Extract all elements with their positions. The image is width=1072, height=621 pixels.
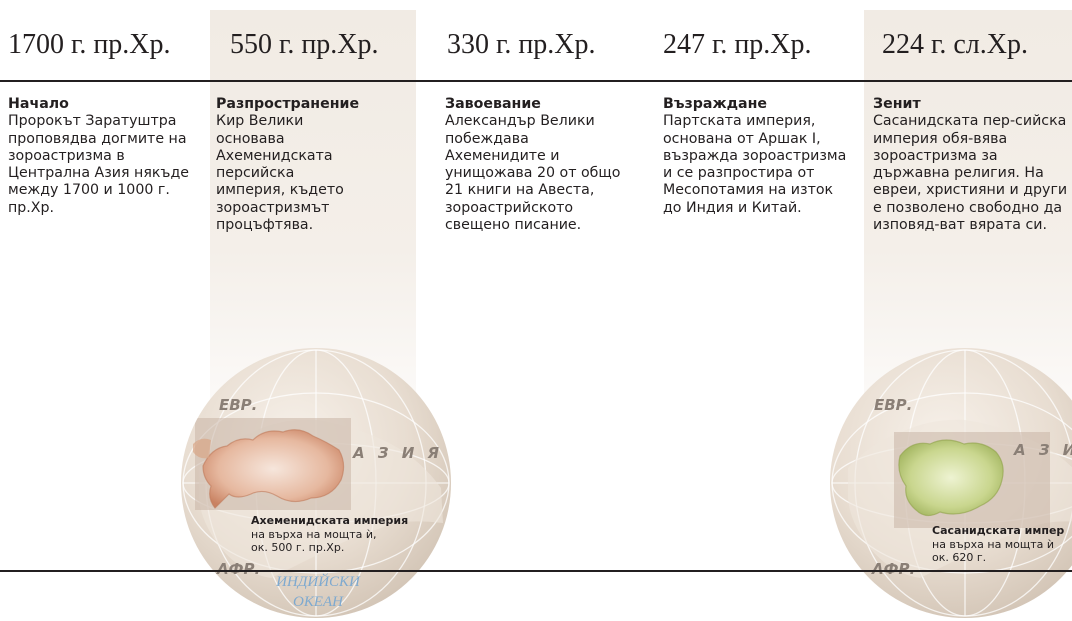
sasanian-caption: Сасанидската импер на върха на мощта ѝ о… [932,524,1064,565]
caption-line: на върха на мощта ѝ [932,537,1055,551]
entry-title: Възраждане [663,96,768,112]
sasanian-globe-map: ЕВР. А З И АФР. Сасанидската импер на въ… [830,348,1072,621]
ocean-line-2: ОКЕАН [293,594,343,610]
timeline-entry-revival: Възраждане Партската империя, основана о… [663,96,855,217]
label-europe: ЕВР. [219,396,258,414]
year-heading-330bc: 330 г. пр.Хр. [447,29,596,60]
timeline-bottom-rule [0,570,1072,572]
entry-text: Александър Велики побеждава Ахеменидите … [445,113,621,234]
entry-text: Партската империя, основана от Аршак I, … [663,113,847,216]
timeline-top-rule [0,80,1072,82]
entry-text: Кир Велики основава Ахеменидската персий… [216,113,344,234]
ocean-line-1: ИНДИЙСКИ [276,574,360,590]
label-asia: А З И [1014,441,1072,459]
timeline-entry-beginning: Начало Пророкът Заратуштра проповядва до… [8,96,200,217]
year-heading-247bc: 247 г. пр.Хр. [663,29,812,60]
label-africa: АФР. [872,560,916,578]
entry-title: Завоевание [445,96,541,112]
caption-line: на върха на мощта ѝ, [251,527,377,541]
year-heading-550bc: 550 г. пр.Хр. [230,29,379,60]
timeline-entry-spread: Разпространение Кир Велики основава Ахем… [216,96,410,234]
year-heading-224ad: 224 г. сл.Хр. [882,29,1028,60]
sasanian-territory [898,439,1004,517]
globe-sphere [181,348,451,618]
timeline-entry-conquest: Завоевание Александър Велики побеждава А… [445,96,623,234]
entry-title: Разпространение [216,96,360,112]
label-africa: АФР. [217,560,261,578]
caption-line: ок. 620 г. [932,551,987,564]
achaemenid-territory [193,429,345,509]
entry-title: Начало [8,96,69,112]
caption-title: Сасанидската импер [932,524,1065,537]
achaemenid-caption: Ахеменидската империя на върха на мощта … [251,514,408,555]
achaemenid-globe-map: ЕВР. А З И Я АФР. ИНДИЙСКИ ОКЕАН Ахемени… [181,348,451,621]
globe-sphere [830,348,1072,618]
label-asia: А З И Я [353,444,444,462]
timeline-entry-zenith: Зенит Сасанидската пер-сийска империя об… [873,96,1072,234]
caption-title: Ахеменидската империя [251,514,409,527]
label-europe: ЕВР. [874,396,913,414]
year-heading-1700bc: 1700 г. пр.Хр. [8,29,171,60]
label-indian-ocean: ИНДИЙСКИ ОКЕАН [255,572,381,612]
caption-line: ок. 500 г. пр.Хр. [251,541,345,554]
entry-title: Зенит [873,96,921,112]
entry-text: Пророкът Заратуштра проповядва догмите н… [8,113,189,216]
entry-text: Сасанидската пер-сийска империя обя-вява… [873,113,1068,234]
